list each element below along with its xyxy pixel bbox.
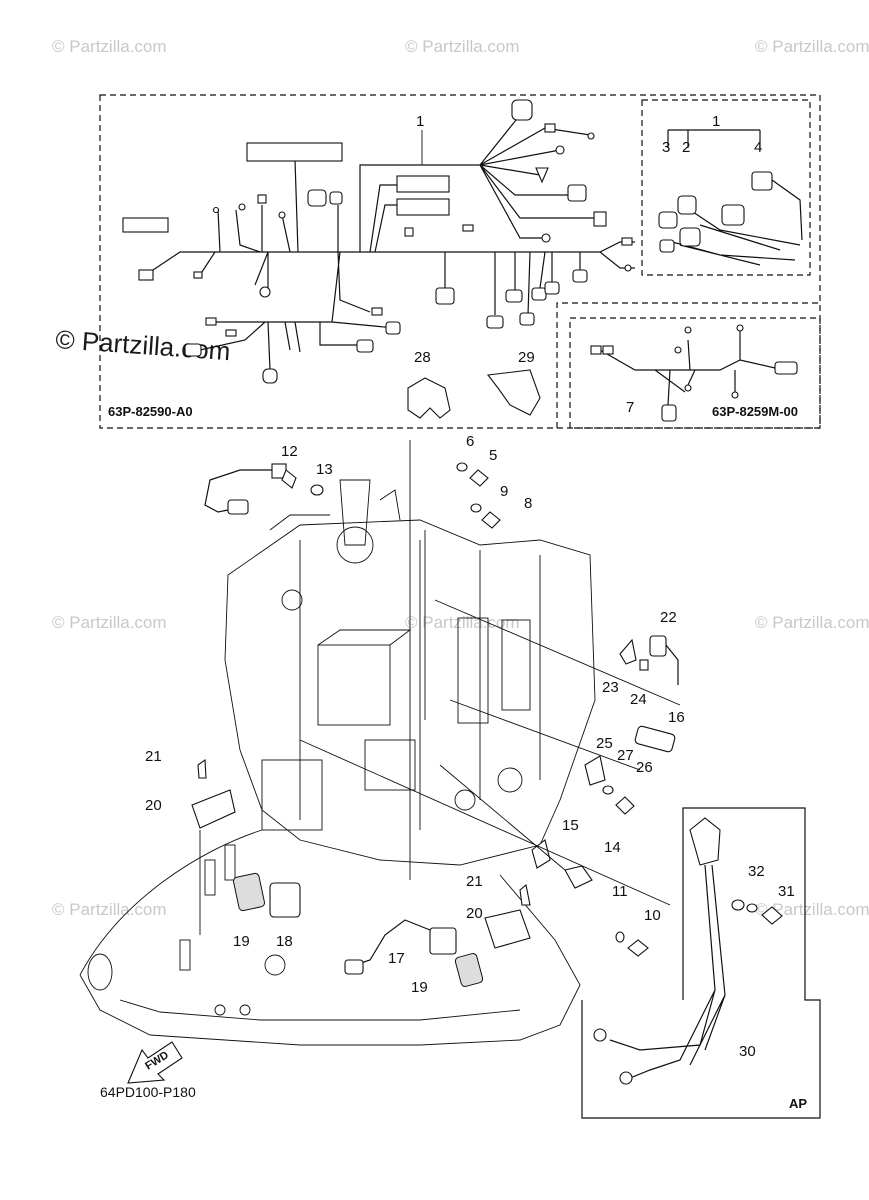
watermark: © Partzilla.com — [755, 613, 869, 632]
wire-clamp — [486, 369, 541, 416]
harness-part-number: 63P-82590-A0 — [108, 404, 193, 419]
callout-29: 29 — [518, 349, 535, 366]
sub-harness-part-number: 63P-8259M-00 — [712, 404, 798, 419]
harness-inset-outline — [641, 99, 811, 276]
watermark: © Partzilla.com — [405, 37, 520, 56]
harness-trunk — [149, 241, 635, 273]
callout-11: 11 — [612, 883, 628, 900]
ap-section — [581, 807, 821, 1119]
callout-32: 32 — [748, 863, 765, 880]
ap-box-outline — [682, 807, 806, 1000]
callout-24: 24 — [630, 691, 647, 708]
callout-28: 28 — [414, 349, 431, 366]
connector — [122, 217, 169, 233]
engine-block — [224, 479, 596, 866]
callout-19-upper: 19 — [233, 933, 250, 950]
callout-27: 27 — [617, 747, 634, 764]
callout-10: 10 — [644, 907, 661, 924]
callout-3: 3 — [662, 139, 670, 156]
ap-label: AP — [789, 1096, 807, 1111]
callout-30: 30 — [739, 1043, 756, 1060]
callouts: 1 1 2 3 4 5 6 7 8 9 10 11 12 13 14 15 16… — [145, 113, 795, 1060]
callout-20-upper: 20 — [145, 797, 162, 814]
labels: 63P-82590-A0 63P-8259M-00 64PD100-P180 A… — [100, 404, 807, 1111]
callout-7: 7 — [626, 399, 634, 416]
callout-23: 23 — [602, 679, 619, 696]
callout-20-lower: 20 — [466, 905, 483, 922]
connector — [511, 99, 533, 121]
callout-12: 12 — [281, 443, 298, 460]
wire-clamp — [407, 377, 451, 419]
watermark: © Partzilla.com — [405, 613, 520, 632]
callout-8: 8 — [524, 495, 532, 512]
harness-box-outline — [99, 94, 821, 429]
callout-1: 1 — [416, 113, 424, 130]
callout-22: 22 — [660, 609, 677, 626]
watermark: © Partzilla.com — [755, 900, 869, 919]
callout-15: 15 — [562, 817, 579, 834]
callout-1-inset: 1 — [712, 113, 720, 130]
sub-harness-outline — [569, 317, 821, 429]
diagram-code: 64PD100-P180 — [100, 1084, 196, 1100]
cable-boot — [689, 817, 721, 866]
callout-14: 14 — [604, 839, 621, 856]
ecu-connector — [396, 198, 450, 216]
fwd-arrow: FWD — [127, 1041, 183, 1084]
callout-13: 13 — [316, 461, 333, 478]
lower-cowling — [79, 829, 581, 1046]
connector-large — [246, 142, 343, 162]
ecu-connector — [396, 175, 450, 193]
engine-component — [317, 644, 391, 726]
callout-18: 18 — [276, 933, 293, 950]
watermark-main: © Partzilla.com — [55, 324, 232, 366]
wiring-harness-section — [99, 94, 821, 429]
watermark: © Partzilla.com — [52, 613, 167, 632]
watermark: © Partzilla.com — [52, 900, 167, 919]
sub-harness-divider — [556, 302, 820, 428]
callout-19-lower: 19 — [411, 979, 428, 996]
watermark-layer: © Partzilla.com © Partzilla.com © Partzi… — [52, 37, 869, 919]
callout-26: 26 — [636, 759, 653, 776]
callout-25: 25 — [596, 735, 613, 752]
callout-2: 2 — [682, 139, 690, 156]
watermark: © Partzilla.com — [755, 37, 869, 56]
parts-lower — [191, 440, 681, 987]
callout-21-upper: 21 — [145, 748, 162, 765]
callout-6: 6 — [466, 433, 474, 450]
callout-31: 31 — [778, 883, 795, 900]
callout-17: 17 — [388, 950, 405, 967]
callout-16: 16 — [668, 709, 685, 726]
callout-4: 4 — [754, 139, 762, 156]
callout-9: 9 — [500, 483, 508, 500]
watermark: © Partzilla.com — [52, 37, 167, 56]
callout-5: 5 — [489, 447, 497, 464]
callout-21-lower: 21 — [466, 873, 483, 890]
